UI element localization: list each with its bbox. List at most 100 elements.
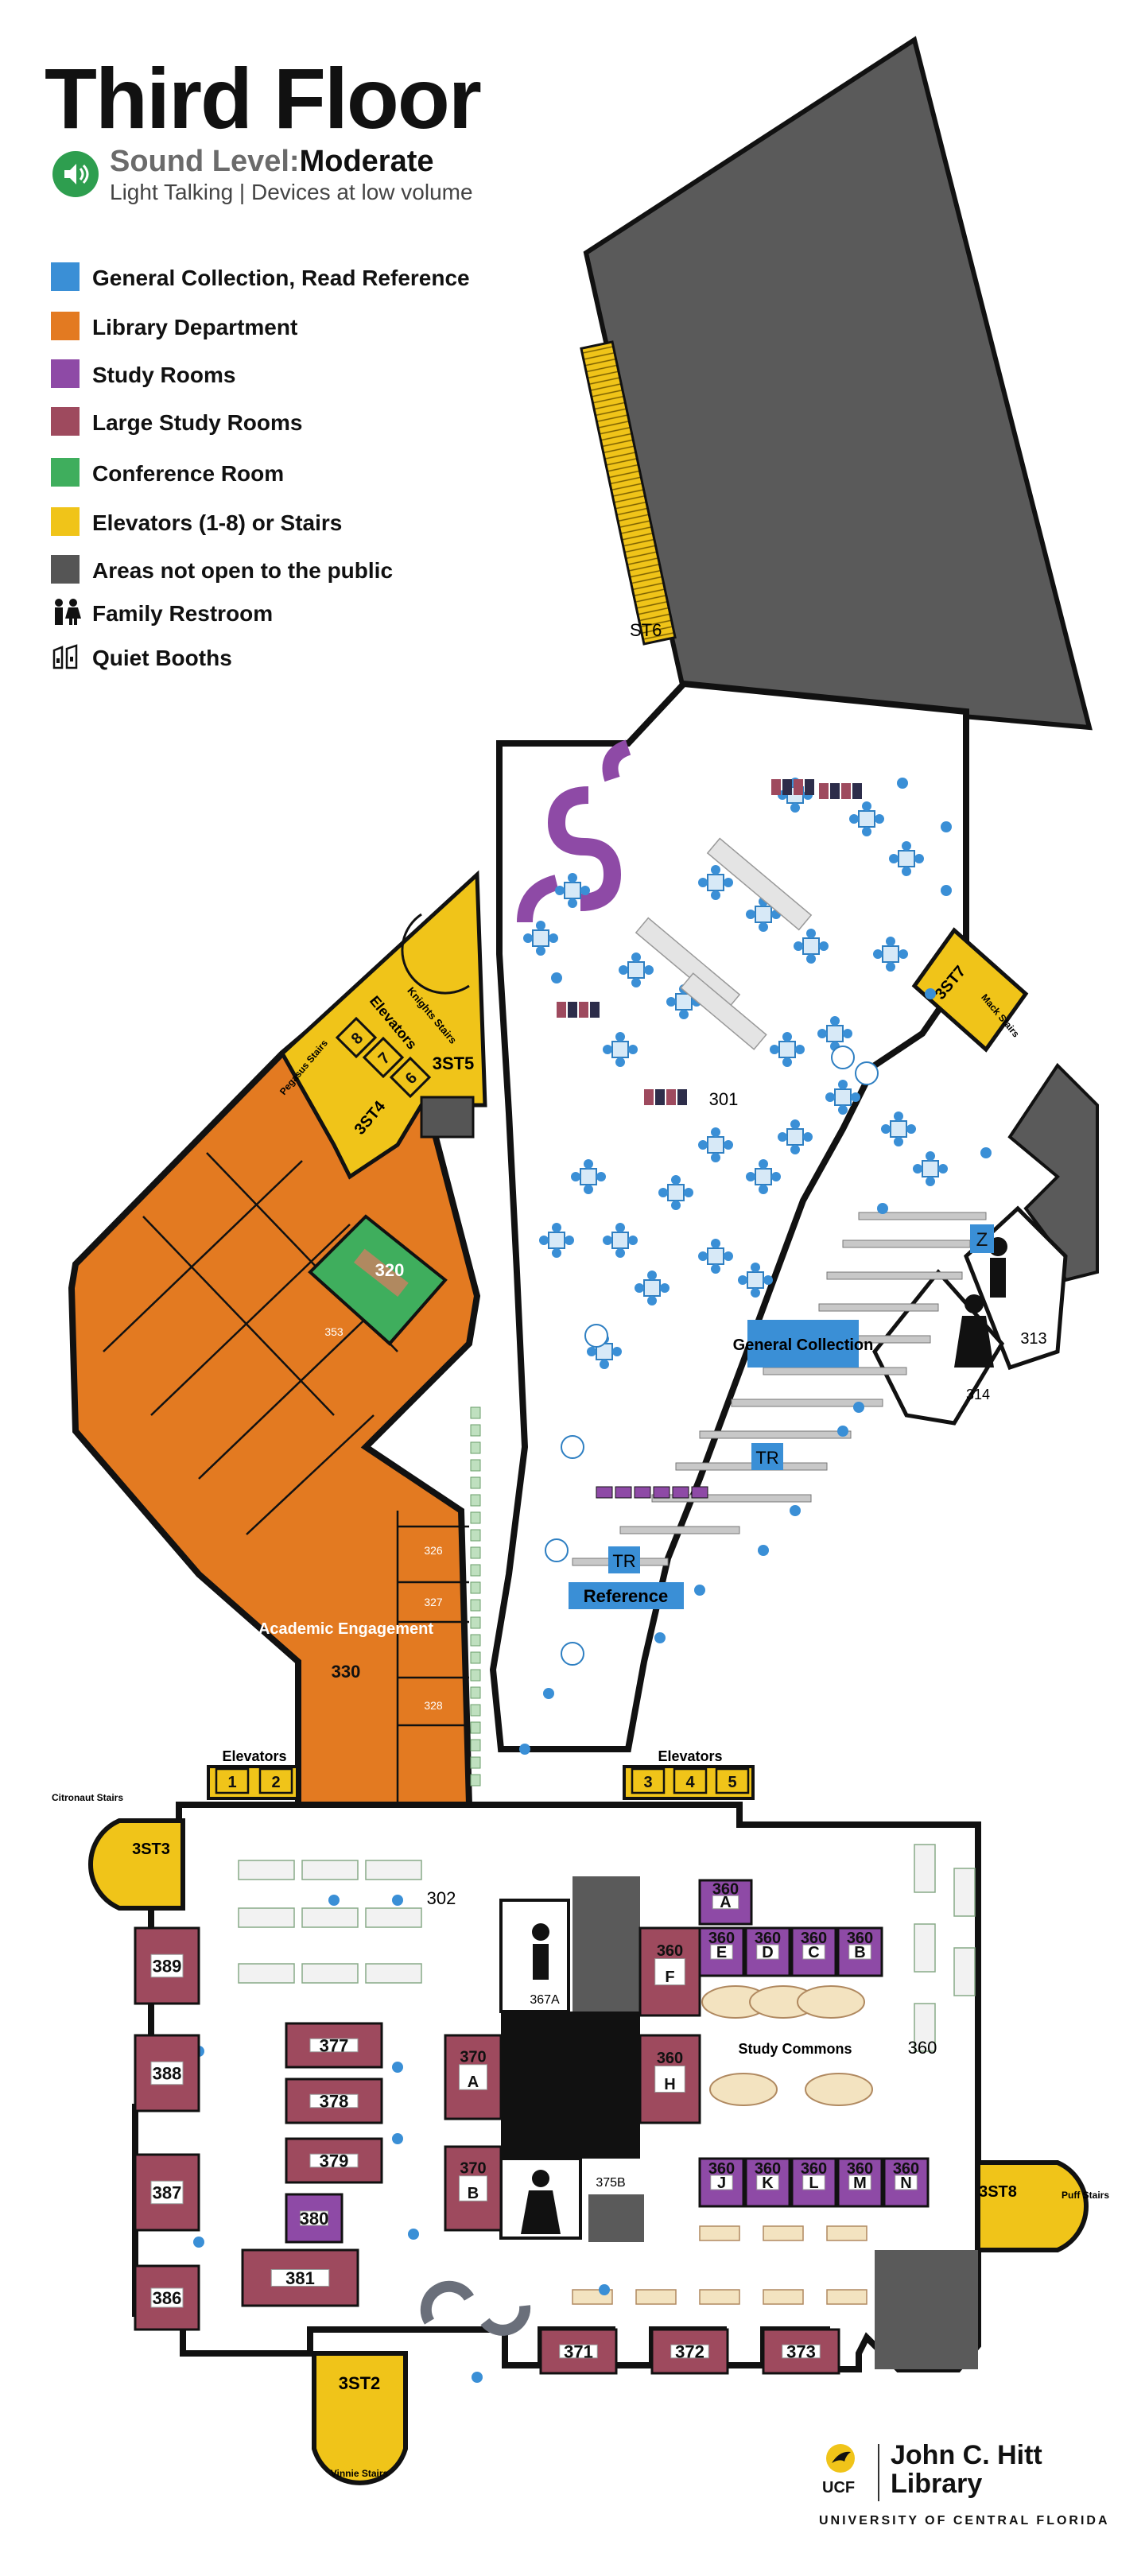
- room-label: 371: [564, 2342, 593, 2362]
- room-label: 360: [708, 2160, 735, 2178]
- room-table: [654, 1958, 685, 1985]
- room-label: E: [716, 1944, 727, 1961]
- chair: [711, 1127, 720, 1137]
- legend-item-quiet-booths: Quiet Booths: [51, 642, 607, 674]
- chair: [698, 1251, 708, 1261]
- general-collection-label: General Collection: [733, 1336, 874, 1354]
- side-table: [953, 1947, 976, 1996]
- lower-table: [238, 1963, 295, 1984]
- chair: [926, 1151, 935, 1161]
- chair: [838, 1105, 848, 1115]
- chair: [817, 1029, 827, 1038]
- room-label: L: [809, 2174, 818, 2192]
- room-table: [559, 2344, 598, 2359]
- room-label: 379: [320, 2151, 349, 2171]
- chair: [763, 1275, 773, 1285]
- chair: [565, 1236, 574, 1245]
- chair: [806, 954, 816, 964]
- table: [707, 874, 724, 891]
- room-label: 388: [153, 2064, 182, 2084]
- computer-dot: [543, 1688, 554, 1699]
- table: [707, 1247, 724, 1265]
- sound-description: Light Talking | Devices at low volume: [110, 180, 473, 204]
- chair: [738, 1275, 747, 1285]
- study-commons-label: Study Commons: [738, 2041, 852, 2057]
- room-label: K: [762, 2174, 774, 2192]
- chair: [615, 1032, 625, 1042]
- quiet-seat: [470, 1476, 481, 1489]
- chair: [603, 1045, 612, 1054]
- ucf-brand: UCF: [822, 2479, 856, 2496]
- computer-dot: [392, 2062, 403, 2073]
- computer-dot: [941, 885, 952, 896]
- chair: [698, 1140, 708, 1150]
- area-302-label: 302: [427, 1888, 456, 1908]
- quiet-seat: [470, 1669, 481, 1682]
- quiet-seat: [470, 1546, 481, 1559]
- legend-label: Quiet Booths: [92, 646, 232, 670]
- table: [707, 1136, 724, 1154]
- furniture-lower: [193, 1844, 976, 2383]
- legend-label: Elevators (1-8) or Stairs: [92, 510, 343, 535]
- quiet-seat: [470, 1756, 481, 1769]
- academic-engagement-label: Academic Engagement: [258, 1620, 433, 1638]
- legend-label: Areas not open to the public: [92, 558, 394, 583]
- quiet-seat: [470, 1616, 481, 1629]
- chair: [711, 1239, 720, 1248]
- room-table: [270, 2269, 330, 2287]
- chair: [698, 878, 708, 887]
- chair: [660, 1283, 670, 1293]
- lower-table: [301, 1860, 359, 1880]
- study-booth: [672, 1486, 689, 1499]
- lounge-table: [635, 2289, 677, 2305]
- shelf: [731, 1399, 883, 1407]
- logo-divider: [878, 2444, 879, 2501]
- legend-item-family-restroom: Family Restroom: [51, 598, 607, 630]
- lower-table: [365, 1860, 422, 1880]
- room-label: 389: [153, 1957, 182, 1977]
- commons-table: [797, 1985, 865, 2019]
- chair: [711, 1264, 720, 1274]
- room-table: [848, 1944, 871, 1960]
- chair: [778, 1132, 787, 1142]
- room-label: B: [468, 2185, 479, 2202]
- room-table: [459, 2064, 487, 2090]
- chair: [580, 886, 590, 895]
- room-328-label: 328: [424, 1699, 443, 1712]
- round-table: [561, 1435, 584, 1459]
- area-360-label: 360: [908, 2038, 937, 2058]
- room-label: 360: [708, 1930, 735, 1947]
- elevator-5: [715, 1767, 750, 1794]
- legend-item-elevators-stairs: Elevators (1-8) or Stairs: [51, 507, 607, 539]
- room-353-label: 353: [324, 1325, 344, 1338]
- chair: [759, 1185, 768, 1194]
- room-table: [756, 2174, 779, 2190]
- lower-table: [301, 1907, 359, 1928]
- legend-swatch: [51, 407, 80, 436]
- room-label: 360: [801, 2160, 827, 2178]
- room-367a-label: 367A: [530, 1993, 560, 2007]
- lounge-table: [826, 2225, 867, 2241]
- chair: [790, 803, 800, 813]
- chair: [886, 937, 895, 946]
- shelf: [651, 1494, 812, 1503]
- legend-label: Large Study Rooms: [92, 410, 303, 435]
- chair: [926, 1177, 935, 1186]
- chair: [830, 1016, 840, 1026]
- room-label: 386: [153, 2288, 182, 2308]
- chair: [724, 1140, 733, 1150]
- stairs-puff: [976, 2160, 1089, 2252]
- chair: [771, 1172, 781, 1181]
- room-label: N: [900, 2174, 911, 2192]
- knights-stair-curve: [401, 913, 470, 995]
- table: [755, 1168, 772, 1185]
- commons-table: [709, 2073, 778, 2106]
- lounge-seat: [805, 779, 814, 795]
- lounge-seat: [568, 1002, 577, 1018]
- table: [755, 906, 772, 923]
- room-label: 373: [786, 2342, 816, 2362]
- quiet-seat: [470, 1406, 481, 1419]
- chair: [795, 1045, 805, 1054]
- university-name: UNIVERSITY OF CENTRAL FLORIDA: [819, 2514, 1110, 2528]
